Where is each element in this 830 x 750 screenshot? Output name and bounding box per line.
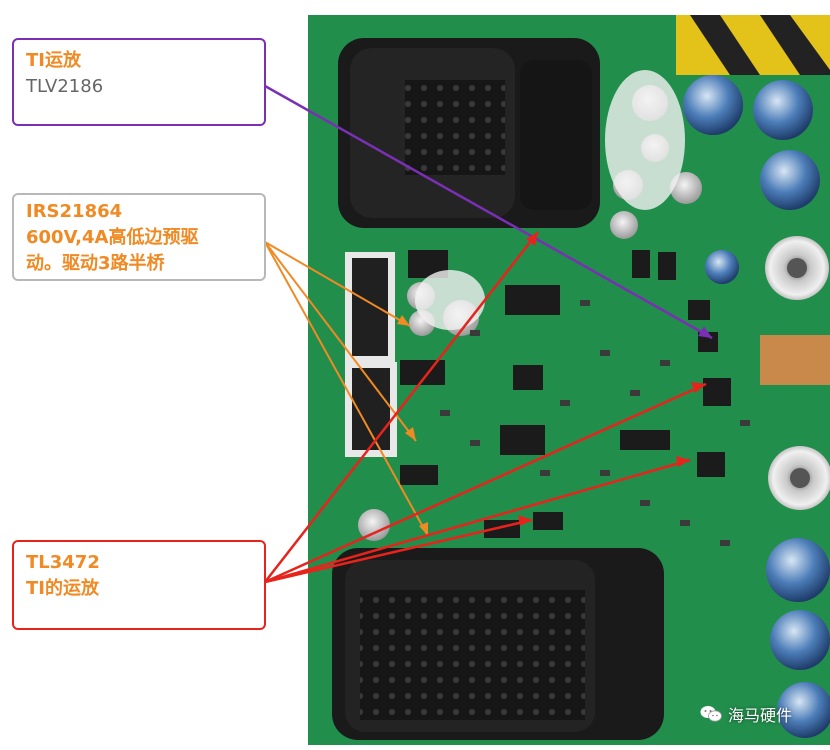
battery-terminals bbox=[760, 236, 830, 510]
top-connector bbox=[338, 38, 600, 228]
capacitor-tops bbox=[683, 75, 743, 284]
callout-driver-part: IRS21864 bbox=[26, 201, 123, 222]
callout-driver-desc-1: 600V,4A高低边预驱 bbox=[26, 227, 199, 248]
watermark-text: 海马硬件 bbox=[728, 706, 793, 725]
callout-tl3472-desc: TI的运放 bbox=[26, 578, 99, 599]
ic-chips bbox=[400, 250, 731, 538]
callout-ti-opamp: TI运放 TLV2186 bbox=[12, 38, 266, 126]
bottom-connector bbox=[332, 548, 664, 740]
purple-arrow bbox=[264, 84, 713, 340]
callout-tl3472: TL3472 TI的运放 bbox=[12, 540, 266, 630]
callout-ti-opamp-part: TLV2186 bbox=[26, 76, 104, 97]
red-arrows bbox=[264, 231, 707, 584]
callout-tl3472-part: TL3472 bbox=[26, 552, 100, 573]
callout-ti-opamp-title: TI运放 bbox=[26, 50, 81, 71]
hazard-tape bbox=[676, 15, 830, 75]
wechat-icon bbox=[700, 706, 722, 722]
orange-arrows bbox=[264, 241, 429, 537]
watermark: 海马硬件 bbox=[700, 700, 792, 728]
callout-driver: IRS21864 600V,4A高低边预驱 动。驱动3路半桥 bbox=[12, 193, 266, 281]
callout-driver-desc-2: 动。驱动3路半桥 bbox=[26, 253, 165, 274]
